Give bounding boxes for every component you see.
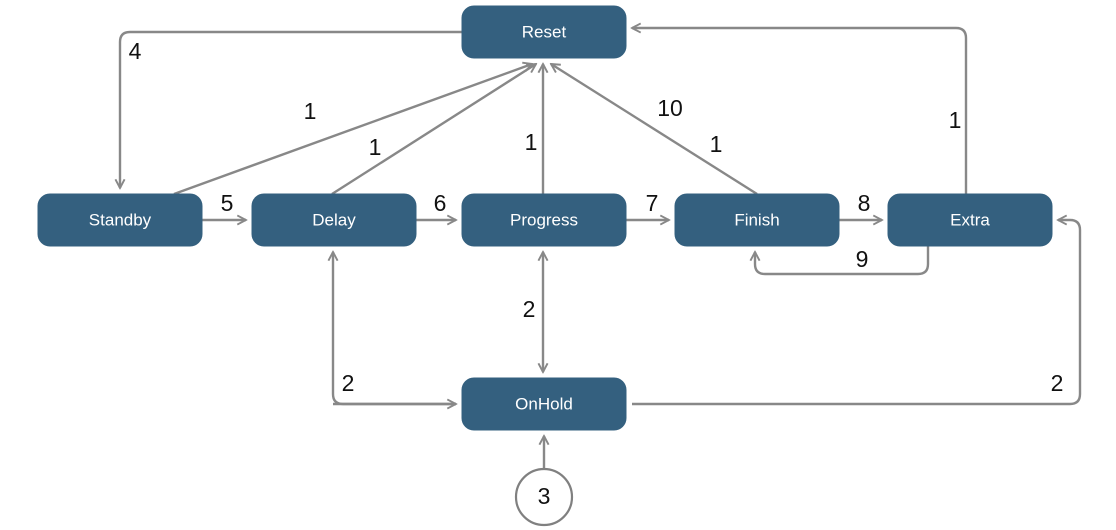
edge-label: 1	[710, 131, 723, 157]
node-onhold[interactable]: OnHold	[461, 377, 627, 431]
edge-extra-finish[interactable]: 9	[755, 246, 930, 276]
edge-finish-reset-secondary[interactable]: 1	[710, 131, 723, 157]
edge-label: 7	[646, 190, 659, 216]
edge-path	[755, 246, 930, 276]
edge-progress-finish[interactable]: 7	[626, 190, 669, 220]
edge-path	[331, 64, 536, 196]
node-standby[interactable]: Standby	[37, 193, 203, 247]
edge-label: 2	[342, 370, 355, 396]
edge-label: 8	[858, 190, 871, 216]
edge-reset-standby[interactable]: 4	[120, 30, 462, 188]
edge-layer: 4 5 6 7 8 9 1	[120, 28, 1082, 469]
node-shape	[461, 193, 627, 247]
edge-finish-extra[interactable]: 8	[839, 190, 882, 220]
node-shape	[674, 193, 840, 247]
edge-label: 6	[434, 190, 447, 216]
node-delay[interactable]: Delay	[251, 193, 417, 247]
edge-label: 1	[525, 129, 538, 155]
node-label: Progress	[510, 210, 578, 229]
node-label: Reset	[522, 22, 567, 41]
edge-onhold-extra[interactable]: 2	[632, 220, 1082, 406]
start-node-shape	[514, 467, 574, 527]
node-label: Standby	[89, 210, 152, 229]
edge-path	[632, 220, 1082, 406]
node-label: Extra	[950, 210, 990, 229]
node-finish[interactable]: Finish	[674, 193, 840, 247]
edge-finish-reset[interactable]: 10	[551, 64, 758, 196]
node-label: Finish	[734, 210, 779, 229]
edge-path	[173, 64, 532, 196]
edge-label: 5	[221, 190, 234, 216]
edge-label: 2	[523, 296, 536, 322]
edge-standby-delay[interactable]: 5	[202, 190, 246, 220]
edge-delay-progress[interactable]: 6	[416, 190, 456, 220]
node-progress[interactable]: Progress	[461, 193, 627, 247]
node-shape	[251, 193, 417, 247]
edge-standby-reset[interactable]: 1	[173, 64, 532, 196]
node-label: Delay	[312, 210, 356, 229]
edge-extra-reset[interactable]: 1	[632, 28, 968, 194]
node-shape	[461, 377, 627, 431]
edge-delay-reset[interactable]: 1	[331, 64, 536, 196]
node-reset[interactable]: Reset	[461, 5, 627, 59]
edge-path	[120, 30, 462, 188]
node-extra[interactable]: Extra	[887, 193, 1053, 247]
edge-label: 4	[129, 38, 142, 64]
edge-label: 1	[949, 107, 962, 133]
node-shape	[461, 5, 627, 59]
edge-onhold-delay[interactable]: 2	[333, 252, 456, 406]
edge-path	[551, 64, 758, 196]
node-label: OnHold	[515, 394, 573, 413]
start-node-label: 3	[538, 483, 551, 509]
edge-label: 2	[1051, 370, 1064, 396]
edge-label: 1	[304, 98, 317, 124]
edge-label: 10	[657, 95, 683, 121]
node-shape	[887, 193, 1053, 247]
edge-progress-reset[interactable]: 1	[525, 64, 543, 194]
node-start[interactable]: 3	[514, 467, 574, 527]
edge-path	[632, 28, 968, 194]
edge-label: 1	[369, 134, 382, 160]
edge-progress-onhold[interactable]: 2	[523, 252, 543, 372]
edge-label: 9	[856, 246, 869, 272]
node-shape	[37, 193, 203, 247]
node-layer: Reset Standby Delay Progress Finish Extr…	[37, 5, 1053, 527]
